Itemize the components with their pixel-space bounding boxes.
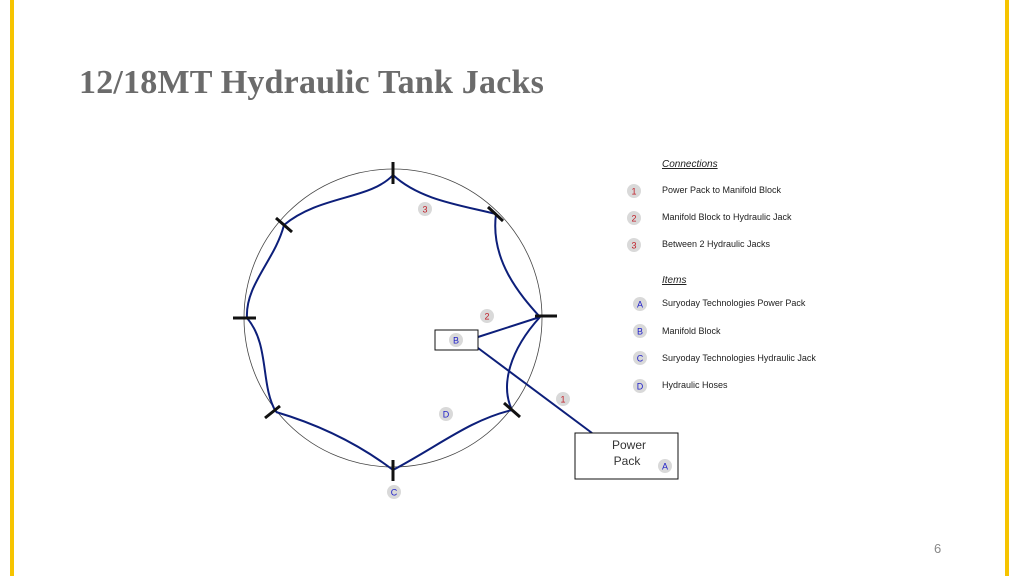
legend: Connections 1 Power Pack to Manifold Blo… [627, 159, 816, 393]
legend-item-text: Manifold Block [662, 326, 721, 336]
label-hoses: D [443, 410, 450, 420]
legend-connection-badge: 2 [631, 214, 636, 224]
label-3-badge [418, 202, 432, 216]
right-accent-bar [1005, 0, 1009, 576]
label-connection-3: 3 [422, 205, 427, 215]
label-d-badge [439, 407, 453, 421]
hose-segment [275, 411, 394, 471]
legend-item-badge: D [637, 382, 644, 392]
legend-item-badge: A [637, 300, 643, 310]
label-1-badge [556, 392, 570, 406]
power-pack-label-line2: Pack [614, 454, 642, 468]
legend-connection-badge: 3 [631, 241, 636, 251]
jack-marker [275, 216, 293, 234]
connections-heading: Connections [662, 159, 718, 170]
legend-badge-bg [627, 211, 641, 225]
hose-segment [494, 213, 541, 318]
legend-badge-bg [627, 238, 641, 252]
hose-power-to-manifold [477, 347, 593, 434]
legend-item-badge: B [637, 327, 643, 337]
legend-badge-bg [633, 297, 647, 311]
legend-badge-bg [633, 324, 647, 338]
hose-segment [246, 317, 277, 413]
hose-segment [392, 409, 513, 471]
jack-marker [486, 205, 505, 223]
manifold-badge [449, 333, 463, 347]
hose-segment [245, 224, 285, 319]
label-c-badge [387, 485, 401, 499]
hose-segment [283, 174, 394, 226]
jack-markers [233, 162, 557, 481]
hose-segment [392, 174, 497, 215]
legend-item-badge: C [637, 354, 644, 364]
legend-badge-bg [633, 351, 647, 365]
legend-badge-bg [633, 379, 647, 393]
label-connection-2: 2 [484, 312, 489, 322]
legend-item-text: Suryoday Technologies Power Pack [662, 298, 806, 308]
manifold-label: B [453, 336, 459, 346]
legend-connection-text: Power Pack to Manifold Block [662, 185, 782, 195]
items-heading: Items [662, 275, 686, 286]
left-accent-bar [10, 0, 14, 576]
legend-connection-text: Between 2 Hydraulic Jacks [662, 239, 771, 249]
power-pack-badge [658, 459, 672, 473]
jack-marker [264, 404, 281, 420]
page-number: 6 [934, 541, 942, 556]
label-jack: C [391, 488, 398, 498]
label-connection-1: 1 [560, 395, 565, 405]
power-pack-label-line1: Power [612, 438, 646, 452]
power-pack-badge-label: A [662, 462, 668, 472]
legend-item-text: Hydraulic Hoses [662, 380, 728, 390]
legend-badge-bg [627, 184, 641, 198]
hose-segment [506, 316, 541, 411]
label-2-badge [480, 309, 494, 323]
hose-manifold-to-jack [477, 316, 541, 338]
legend-item-text: Suryoday Technologies Hydraulic Jack [662, 353, 816, 363]
legend-connection-text: Manifold Block to Hydraulic Jack [662, 212, 792, 222]
legend-connection-badge: 1 [631, 187, 636, 197]
page-title: 12/18MT Hydraulic Tank Jacks [79, 64, 545, 101]
hose-lines [245, 174, 541, 471]
jack-marker [503, 401, 521, 419]
